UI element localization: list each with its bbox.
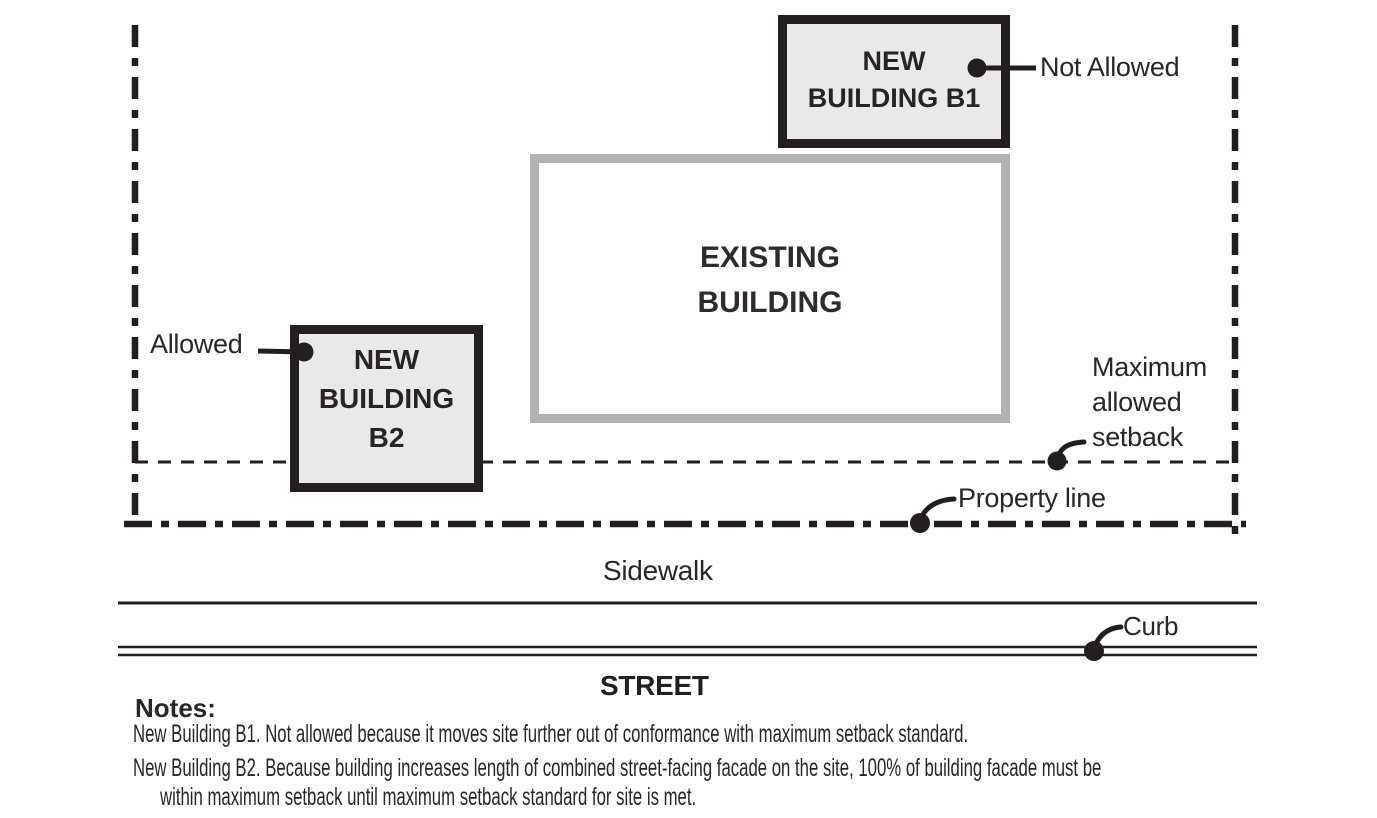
existing-building-label-line2: BUILDING xyxy=(697,286,843,319)
max-setback-label: Maximum allowed setback xyxy=(1092,350,1207,455)
new-building-b1-box: NEW BUILDING B1 xyxy=(778,15,1010,148)
note-b2-line1: New Building B2. Because building increa… xyxy=(133,754,1102,782)
allowed-callout-dot xyxy=(294,342,314,362)
allowed-label: Allowed xyxy=(150,329,243,359)
new-building-b2-label-line1: NEW xyxy=(353,344,420,375)
notes-section: Notes: New Building B1. Not allowed beca… xyxy=(133,693,1101,811)
new-building-b2-label-line2: BUILDING xyxy=(318,383,455,414)
new-building-b2-box: NEW BUILDING B2 xyxy=(290,325,483,492)
note-b2-line2: within maximum setback until maximum set… xyxy=(160,783,697,811)
existing-building-label-line1: EXISTING xyxy=(699,241,841,274)
new-building-b1-label-line1: NEW xyxy=(862,46,926,76)
not-allowed-callout-dot xyxy=(967,58,987,78)
max-setback-label-line1: Maximum xyxy=(1092,352,1207,382)
max-setback-callout-dot xyxy=(1047,451,1067,471)
curb-label: Curb xyxy=(1123,611,1179,641)
notes-heading: Notes: xyxy=(135,693,216,723)
new-building-b1-label: NEW BUILDING B1 xyxy=(787,24,1001,117)
street-label: STREET xyxy=(600,670,709,701)
not-allowed-label: Not Allowed xyxy=(1040,52,1180,82)
existing-building-label: EXISTING BUILDING xyxy=(539,163,1001,325)
new-building-b2-label-line3: B2 xyxy=(368,422,405,453)
property-line-callout-dot xyxy=(910,513,930,533)
max-setback-label-line3: setback xyxy=(1092,422,1183,452)
existing-building-box: EXISTING BUILDING xyxy=(530,154,1010,423)
curb-callout-dot xyxy=(1084,641,1104,661)
max-setback-label-line2: allowed xyxy=(1092,387,1182,417)
new-building-b1-label-line2: BUILDING B1 xyxy=(807,83,981,113)
note-b1: New Building B1. Not allowed because it … xyxy=(133,720,969,748)
sidewalk-label: Sidewalk xyxy=(603,555,713,586)
new-building-b2-label: NEW BUILDING B2 xyxy=(299,334,474,457)
property-line-label: Property line xyxy=(958,483,1106,513)
